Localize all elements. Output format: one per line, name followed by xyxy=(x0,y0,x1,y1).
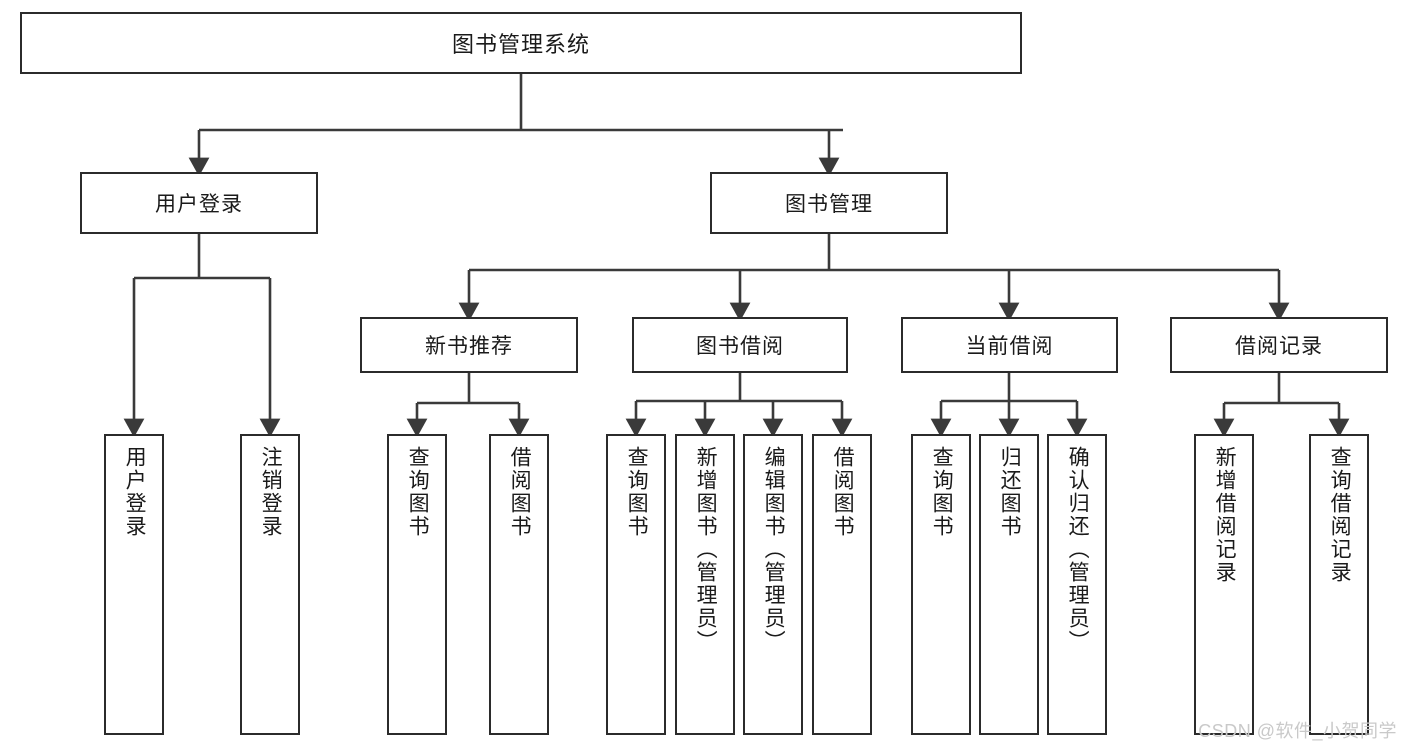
node-leaf-add-book-label: 新增图书（管理员） xyxy=(694,446,718,653)
node-borrow-record-label: 借阅记录 xyxy=(1235,335,1323,358)
node-leaf-edit-book-label: 编辑图书（管理员） xyxy=(762,446,786,653)
node-book-borrow[interactable]: 图书借阅 xyxy=(632,317,848,373)
node-new-book-recommend[interactable]: 新书推荐 xyxy=(360,317,578,373)
node-leaf-edit-book[interactable]: 编辑图书（管理员） xyxy=(743,434,803,735)
node-user-login-label: 用户登录 xyxy=(155,193,243,216)
node-book-borrow-label: 图书借阅 xyxy=(696,335,784,358)
node-book-manage-label: 图书管理 xyxy=(785,193,873,216)
node-leaf-query-book-1-label: 查询图书 xyxy=(406,446,430,538)
node-current-borrow[interactable]: 当前借阅 xyxy=(901,317,1118,373)
node-leaf-logout-login-label: 注销登录 xyxy=(259,446,283,538)
node-leaf-return-book-label: 归还图书 xyxy=(998,446,1022,538)
node-leaf-query-book-3-label: 查询图书 xyxy=(930,446,954,538)
node-leaf-query-book-1[interactable]: 查询图书 xyxy=(387,434,447,735)
node-leaf-return-book[interactable]: 归还图书 xyxy=(979,434,1039,735)
node-leaf-logout-login[interactable]: 注销登录 xyxy=(240,434,300,735)
node-leaf-confirm-return[interactable]: 确认归还（管理员） xyxy=(1047,434,1107,735)
node-leaf-add-record[interactable]: 新增借阅记录 xyxy=(1194,434,1254,735)
node-leaf-query-book-2-label: 查询图书 xyxy=(625,446,649,538)
node-leaf-borrow-book-1[interactable]: 借阅图书 xyxy=(489,434,549,735)
csdn-watermark: CSDN @软件_小贺同学 xyxy=(1198,721,1397,741)
node-leaf-borrow-book-2-label: 借阅图书 xyxy=(831,446,855,538)
node-leaf-query-record-label: 查询借阅记录 xyxy=(1328,446,1352,584)
node-leaf-add-book[interactable]: 新增图书（管理员） xyxy=(675,434,735,735)
node-book-manage[interactable]: 图书管理 xyxy=(710,172,948,234)
node-leaf-query-book-3[interactable]: 查询图书 xyxy=(911,434,971,735)
node-leaf-confirm-return-label: 确认归还（管理员） xyxy=(1066,446,1090,653)
node-root[interactable]: 图书管理系统 xyxy=(20,12,1022,74)
node-current-borrow-label: 当前借阅 xyxy=(965,335,1054,358)
node-leaf-query-book-2[interactable]: 查询图书 xyxy=(606,434,666,735)
node-leaf-query-record[interactable]: 查询借阅记录 xyxy=(1309,434,1369,735)
node-root-label: 图书管理系统 xyxy=(451,32,590,57)
node-user-login[interactable]: 用户登录 xyxy=(80,172,318,234)
node-leaf-borrow-book-2[interactable]: 借阅图书 xyxy=(812,434,872,735)
node-new-book-recommend-label: 新书推荐 xyxy=(425,335,513,358)
node-borrow-record[interactable]: 借阅记录 xyxy=(1170,317,1388,373)
node-leaf-user-login[interactable]: 用户登录 xyxy=(104,434,164,735)
node-leaf-add-record-label: 新增借阅记录 xyxy=(1213,446,1237,584)
node-leaf-user-login-label: 用户登录 xyxy=(123,446,147,538)
node-leaf-borrow-book-1-label: 借阅图书 xyxy=(508,446,532,538)
